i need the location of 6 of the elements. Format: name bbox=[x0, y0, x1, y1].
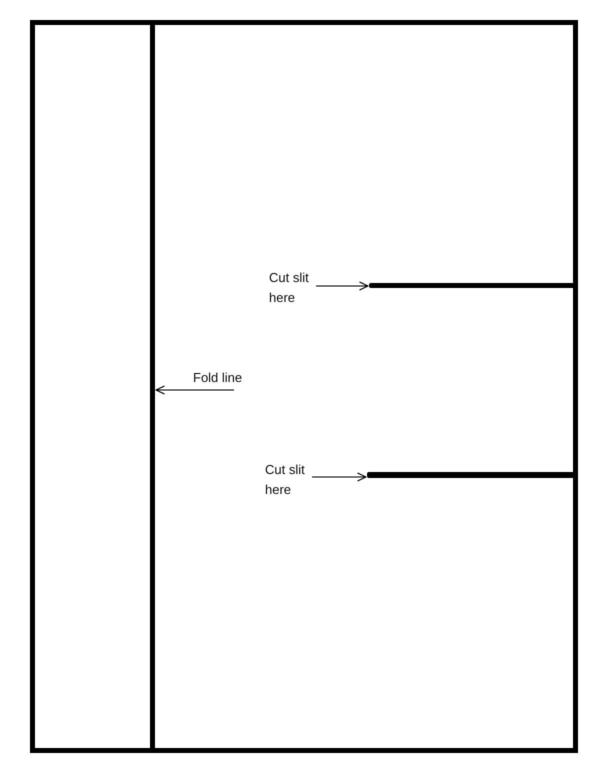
leader-arrow bbox=[155, 385, 234, 395]
leader-arrow bbox=[316, 281, 369, 291]
leader-arrow bbox=[312, 472, 367, 482]
callout-label: Fold line bbox=[193, 370, 251, 390]
callout-label: Cut slit here bbox=[269, 268, 316, 308]
callout-label: Cut slit here bbox=[265, 460, 312, 500]
